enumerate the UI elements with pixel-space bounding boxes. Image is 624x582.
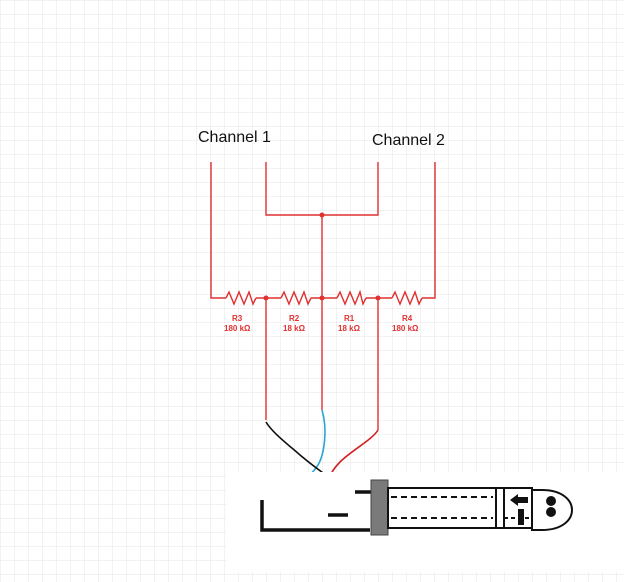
- resistor-r1-value: 18 kΩ: [338, 324, 361, 333]
- jack-collar: [370, 479, 389, 536]
- wire-channel2-right: [422, 162, 436, 299]
- junction-dots: [263, 212, 381, 301]
- channel-2-label: Channel 2: [372, 132, 445, 149]
- resistor-r2-value: 18 kΩ: [283, 324, 306, 333]
- resistor-r4-name: R4: [402, 314, 413, 323]
- jack-plug: [260, 479, 574, 536]
- resistor-r1-name: R1: [344, 314, 355, 323]
- resistor-r4-value: 180 kΩ: [392, 324, 419, 333]
- resistor-r2-symbol: [280, 290, 312, 306]
- resistor-r2-name: R2: [289, 314, 300, 323]
- wire-channel1-left: [210, 162, 226, 299]
- resistor-r3-symbol: [225, 290, 257, 306]
- jack-sleeve-contact: [260, 500, 370, 532]
- resistor-r3-name: R3: [232, 314, 243, 323]
- channel-1-label: Channel 1: [198, 129, 271, 146]
- jack-barrel: [387, 487, 497, 529]
- resistor-r1-symbol: [336, 289, 367, 307]
- resistor-r3-value: 180 kΩ: [224, 324, 251, 333]
- resistor-r4-symbol: [391, 290, 423, 306]
